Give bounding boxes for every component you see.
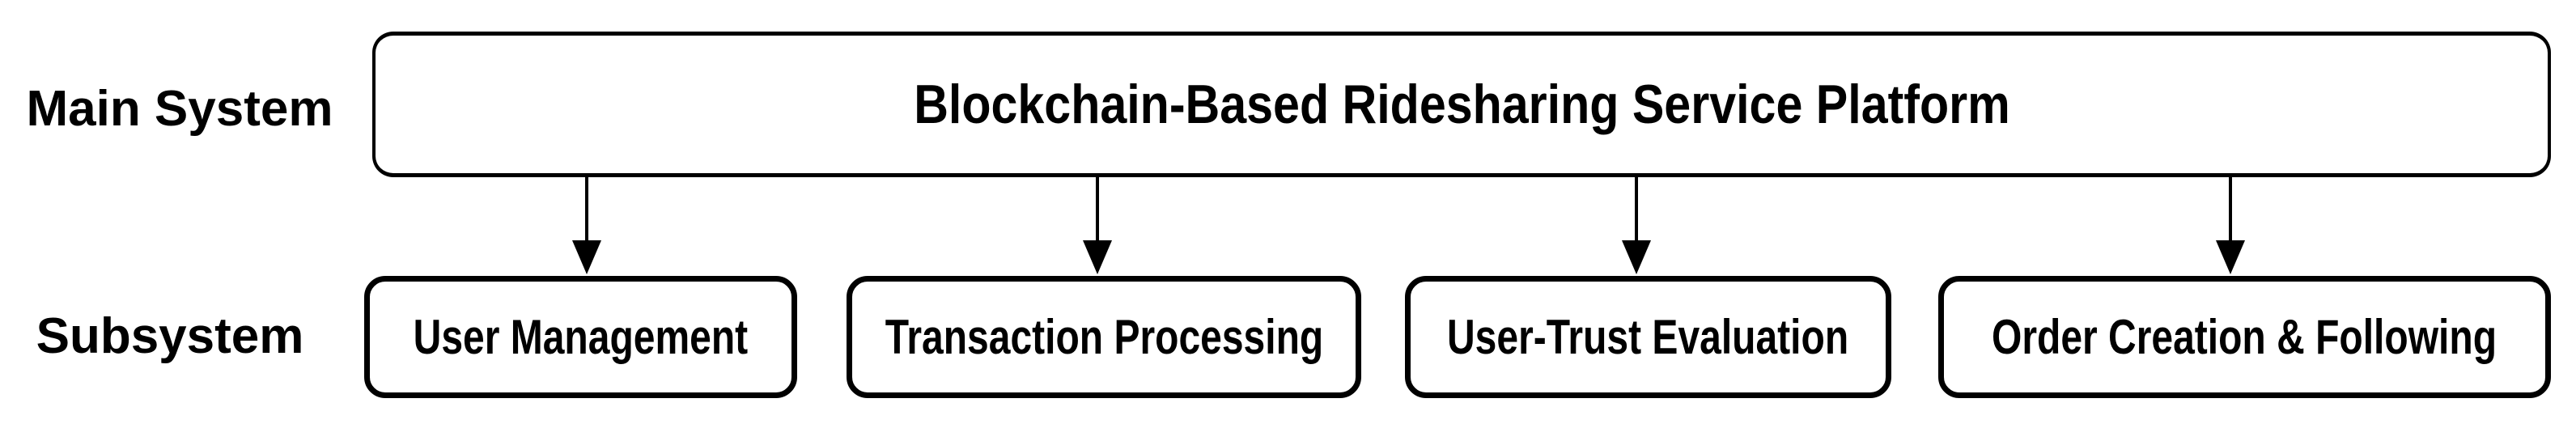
subsystem-box-user-management: User Management <box>364 276 797 398</box>
subsystem-label: Order Creation & Following <box>1992 309 2497 364</box>
main-system-box: Blockchain-Based Ridesharing Service Pla… <box>372 32 2551 177</box>
subsystem-label: User Management <box>413 309 749 364</box>
down-arrow-icon <box>1622 177 1651 274</box>
main-system-title: Blockchain-Based Ridesharing Service Pla… <box>913 74 2010 135</box>
subsystem-label: Transaction Processing <box>885 309 1323 364</box>
down-arrow-icon <box>572 177 601 274</box>
subsystem-box-user-trust-evaluation: User-Trust Evaluation <box>1405 276 1891 398</box>
row-label-main-system: Main System <box>26 81 333 137</box>
down-arrow-icon <box>1083 177 1112 274</box>
down-arrow-icon <box>2216 177 2245 274</box>
subsystem-box-transaction-processing: Transaction Processing <box>847 276 1361 398</box>
subsystem-label: User-Trust Evaluation <box>1447 309 1849 364</box>
subsystem-box-order-creation-following: Order Creation & Following <box>1938 276 2551 398</box>
row-label-subsystem: Subsystem <box>36 308 304 364</box>
